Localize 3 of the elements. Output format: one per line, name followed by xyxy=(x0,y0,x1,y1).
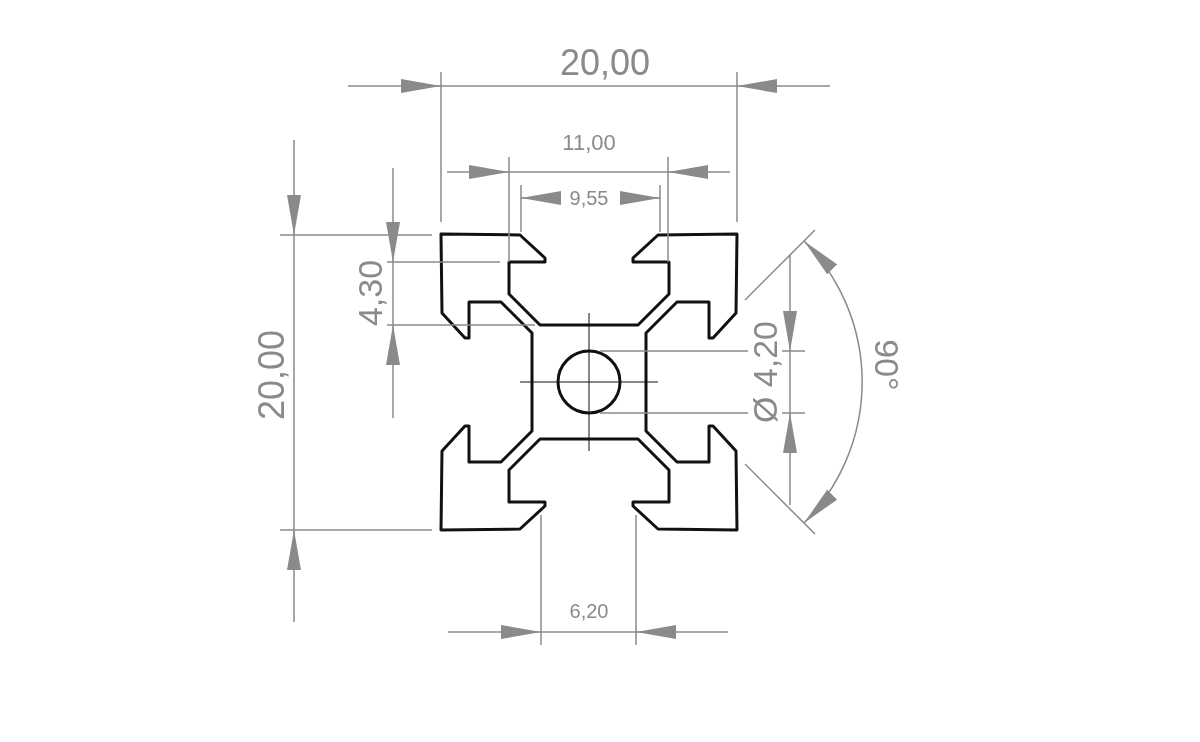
dimension-label: 9,55 xyxy=(567,188,611,208)
dimension-label: 6,20 xyxy=(567,601,611,621)
dimension-label: 11,00 xyxy=(560,132,618,154)
